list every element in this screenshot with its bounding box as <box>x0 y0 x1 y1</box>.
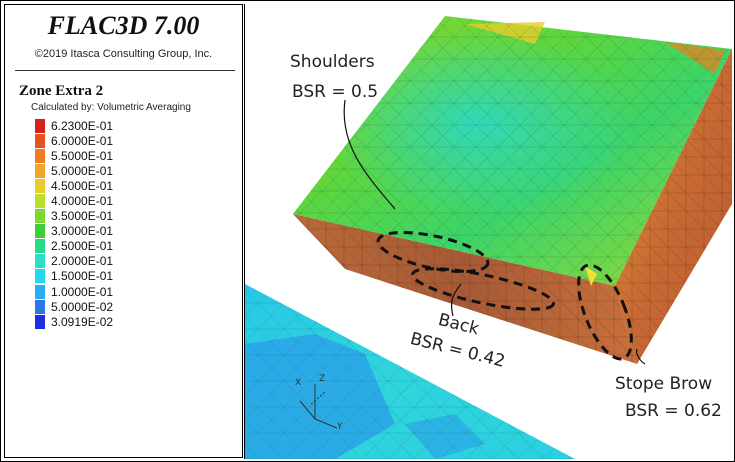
scale-entry: 5.0000E-01 <box>35 163 113 178</box>
scale-label: 3.0919E-02 <box>51 314 114 329</box>
scale-label: 4.5000E-01 <box>51 178 114 193</box>
model-render <box>245 16 732 459</box>
scale-swatch <box>35 133 45 148</box>
scale-entry: 4.5000E-01 <box>35 178 113 193</box>
scale-label: 2.5000E-01 <box>51 239 114 254</box>
scale-swatch <box>35 239 45 254</box>
scale-entry: 3.0919E-02 <box>35 314 113 329</box>
scale-label: 2.0000E-01 <box>51 254 114 269</box>
scale-swatch <box>35 224 45 239</box>
scale-swatch <box>35 178 45 193</box>
scale-swatch <box>35 148 45 163</box>
scale-entry: 1.0000E-01 <box>35 284 113 299</box>
scale-swatch <box>35 209 45 224</box>
leader-lines <box>343 99 646 365</box>
app-title: FLAC3D 7.00 <box>47 11 200 40</box>
copyright-text: ©2019 Itasca Consulting Group, Inc. <box>34 48 213 60</box>
model-viewport[interactable]: Shoulders BSR = 0.5 Back BSR = 0.42 Stop… <box>244 4 733 459</box>
shoulders-leader <box>343 99 396 210</box>
scale-entry: 6.2300E-01 <box>35 118 113 133</box>
scale-label: 1.0000E-01 <box>51 284 114 299</box>
stope-brow-label: Stope Brow <box>615 374 713 394</box>
brow-hotspot <box>585 266 597 286</box>
scale-label: 4.0000E-01 <box>51 194 114 209</box>
brow-leader <box>636 348 646 365</box>
scale-entry: 2.0000E-01 <box>35 254 113 269</box>
scale-swatch <box>35 118 45 133</box>
scale-swatch <box>35 269 45 284</box>
scale-label: 5.5000E-01 <box>51 148 114 163</box>
scale-label: 3.5000E-01 <box>51 209 114 224</box>
scale-label: 1.5000E-01 <box>51 269 114 284</box>
scale-entry: 5.5000E-01 <box>35 148 113 163</box>
scale-label: 5.0000E-01 <box>51 163 114 178</box>
scale-swatch <box>35 163 45 178</box>
scale-entry: 6.0000E-01 <box>35 133 113 148</box>
region-markers <box>376 230 633 361</box>
shoulders-label: Shoulders <box>290 52 375 72</box>
axis-triad <box>299 384 338 429</box>
scale-swatch <box>35 254 45 269</box>
scale-entry: 2.5000E-01 <box>35 239 113 254</box>
scale-swatch <box>35 314 45 329</box>
plot-title: Zone Extra 2 <box>19 83 104 99</box>
back-marker <box>411 267 555 311</box>
block-front-face <box>293 214 637 364</box>
floor-surface <box>245 284 575 459</box>
block-right-face <box>585 49 732 364</box>
scale-label: 6.0000E-01 <box>51 133 114 148</box>
scale-label: 6.2300E-01 <box>51 118 114 133</box>
axis-y-label: Y <box>337 422 343 432</box>
scale-entry: 3.0000E-01 <box>35 224 113 239</box>
calculation-method: Calculated by: Volumetric Averaging <box>31 102 191 113</box>
legend-panel: FLAC3D 7.00 ©2019 Itasca Consulting Grou… <box>4 4 243 458</box>
scale-entry: 1.5000E-01 <box>35 269 113 284</box>
scale-swatch <box>35 194 45 209</box>
scale-label: 5.0000E-02 <box>51 299 114 314</box>
scale-swatch <box>35 284 45 299</box>
scale-label: 3.0000E-01 <box>51 224 114 239</box>
scale-swatch <box>35 299 45 314</box>
shoulders-bsr-value: BSR = 0.5 <box>292 82 379 102</box>
legend-divider <box>15 70 235 71</box>
axis-z-label: Z <box>319 374 326 384</box>
scale-entry: 3.5000E-01 <box>35 209 113 224</box>
stope-brow-bsr-value: BSR = 0.62 <box>625 401 722 421</box>
brow-marker <box>577 263 633 361</box>
scale-entry: 5.0000E-02 <box>35 299 113 314</box>
axis-x-label: X <box>295 378 302 388</box>
block-top-face <box>293 16 732 286</box>
scale-entry: 4.0000E-01 <box>35 193 114 209</box>
color-scale: 6.2300E-01 6.0000E-01 5.5000E-01 5.0000E… <box>35 118 113 329</box>
back-leader <box>450 283 462 317</box>
